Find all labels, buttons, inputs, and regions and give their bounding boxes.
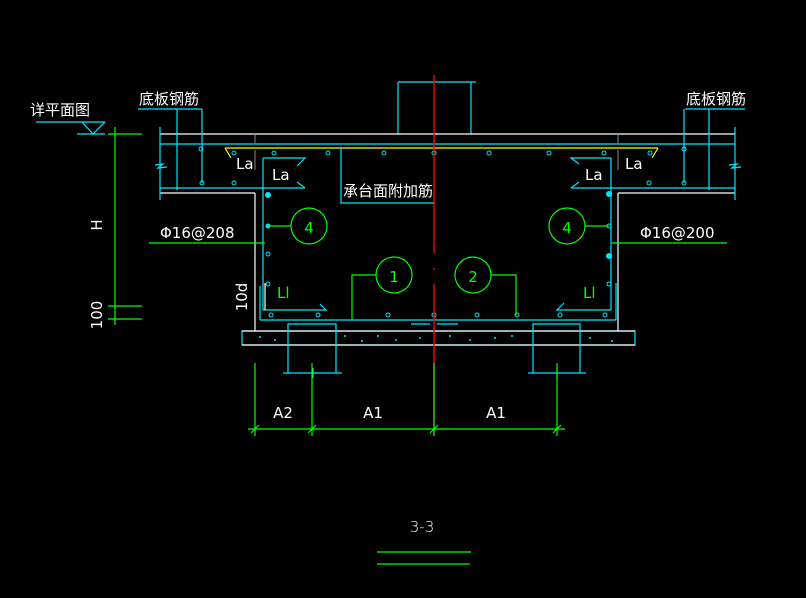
rebar-spec-left: Φ16@208	[160, 224, 235, 242]
marker-1: 1	[375, 256, 413, 294]
slab-rebar-label-left: 底板钢筋	[139, 90, 199, 108]
column	[397, 81, 476, 134]
marker-2: 2	[454, 256, 492, 294]
slab-rebar-label-right: 底板钢筋	[686, 90, 746, 108]
la-outer-right: La	[625, 155, 643, 173]
section-title: 3-3	[410, 518, 435, 536]
leaders	[36, 108, 745, 320]
slab-outline	[154, 127, 742, 331]
svg-text:4: 4	[562, 219, 572, 237]
dim-100: 100	[88, 301, 106, 330]
cap-top-extra-label: 承台面附加筋	[343, 182, 433, 200]
svg-text:4: 4	[304, 219, 314, 237]
svg-text:2: 2	[468, 268, 478, 286]
ll-right: Ll	[583, 284, 596, 302]
horizontal-dimension: A2 A1 A1	[248, 363, 565, 436]
rebar-cage	[198, 146, 687, 325]
dim-a1-right: A1	[486, 404, 506, 422]
vertical-dimension: H 100 10d	[88, 127, 266, 330]
marker-4-left: 4	[290, 207, 328, 245]
marker-4-right: 4	[548, 207, 586, 245]
la-inner-left: La	[272, 166, 290, 184]
la-outer-left: La	[236, 155, 254, 173]
cushion-layer	[241, 330, 636, 346]
ll-left: Ll	[277, 284, 290, 302]
rebar-spec-right: Φ16@200	[640, 224, 715, 242]
la-inner-right: La	[585, 166, 603, 184]
dim-10d: 10d	[233, 283, 251, 312]
svg-text:1: 1	[389, 268, 399, 286]
dim-a1-left: A1	[363, 404, 383, 422]
dim-a2: A2	[273, 404, 293, 422]
plan-ref-label: 详平面图	[30, 101, 90, 119]
dim-h: H	[88, 219, 106, 230]
